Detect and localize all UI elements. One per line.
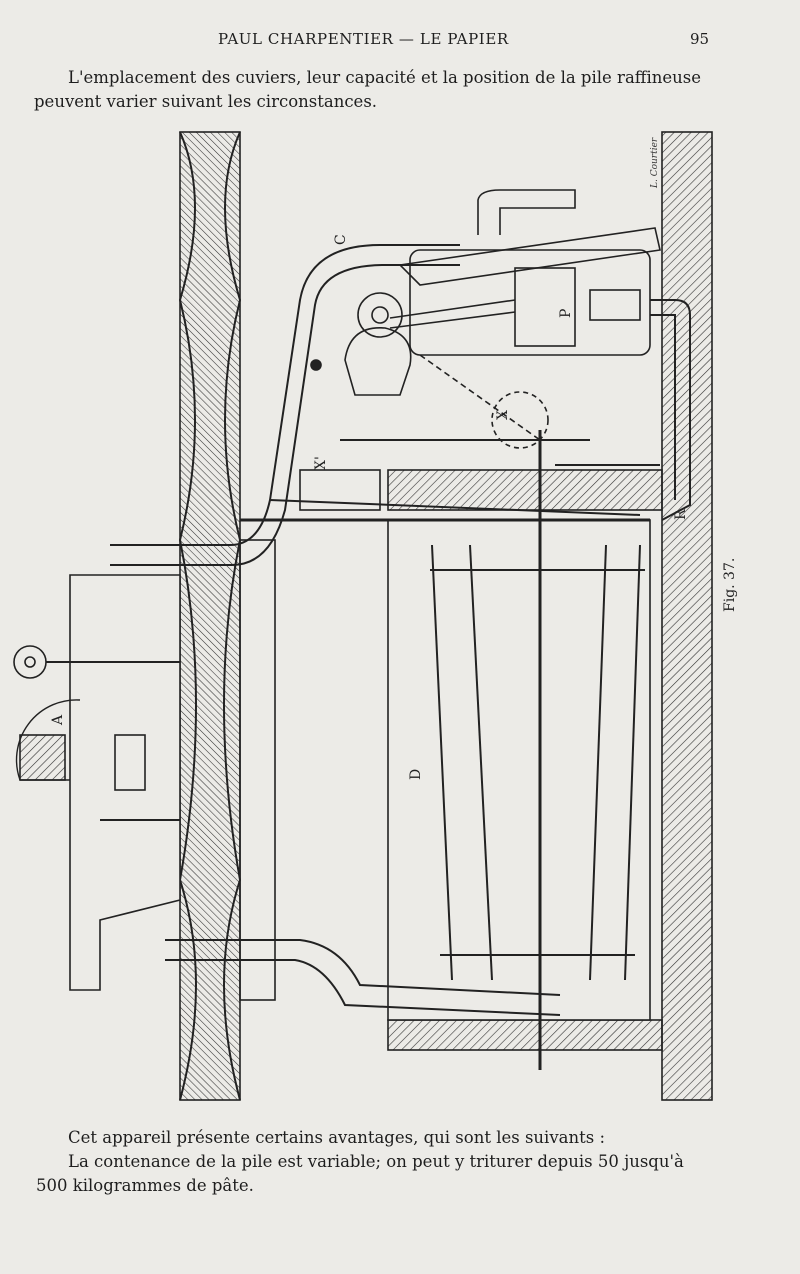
figure-37-illustration: C P X X' A D R L. Courtier [13, 131, 713, 1101]
label-c: C [333, 234, 349, 245]
label-x-prime: X' [313, 456, 329, 470]
label-a: A [50, 714, 66, 726]
page-header: PAUL CHARPENTIER — LE PAPIER 95 [0, 30, 800, 52]
right-wall [661, 131, 713, 1101]
capacity-line-1: La contenance de la pile est variable; o… [68, 1152, 684, 1171]
label-r: R [673, 509, 689, 520]
engraver-signature: L. Courtier [650, 137, 660, 189]
capacity-line-2: 500 kilogrammes de pâte. [36, 1176, 254, 1195]
figure-caption: Fig. 37. [722, 557, 738, 612]
running-title: PAUL CHARPENTIER — LE PAPIER [218, 30, 509, 48]
label-d: D [408, 769, 424, 780]
intro-line-1: L'emplacement des cuviers, leur capacité… [68, 68, 702, 87]
label-p: P [558, 309, 574, 318]
page-number: 95 [690, 30, 710, 48]
advantages-line: Cet appareil présente certains avantages… [68, 1128, 606, 1147]
intro-line-2: peuvent varier suivant les circonstances… [34, 92, 378, 111]
tank-d [387, 519, 651, 1021]
capacity-paragraph: La contenance de la pile est variable; o… [36, 1150, 728, 1198]
intro-paragraph: L'emplacement des cuviers, leur capacité… [34, 66, 728, 114]
label-x: X [495, 410, 511, 420]
left-wall [179, 131, 241, 1101]
